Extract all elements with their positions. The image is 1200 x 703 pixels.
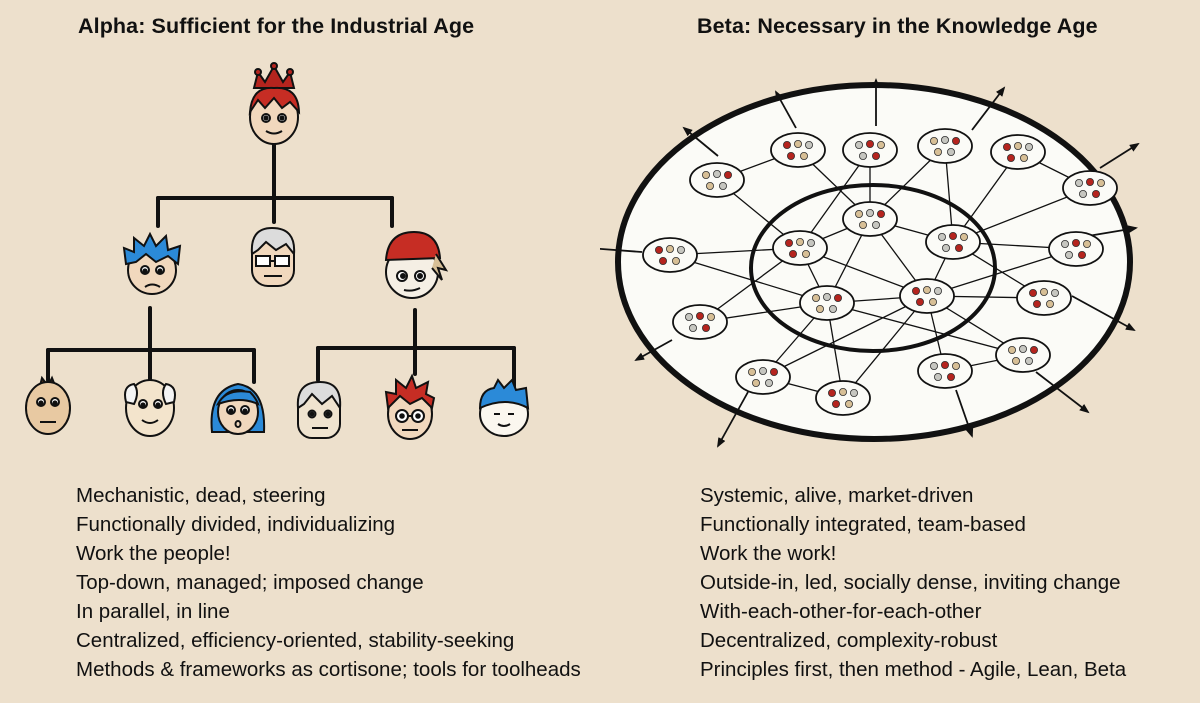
alpha-point: Functionally divided, individualizing: [76, 513, 396, 536]
team-icon: [672, 304, 728, 340]
teams: [642, 128, 1118, 416]
outward-arrow: [955, 389, 974, 438]
team-icon: [990, 134, 1046, 170]
alpha-point: Mechanistic, dead, steering: [76, 484, 326, 507]
team-icon: [642, 237, 698, 273]
team-icon: [842, 201, 898, 237]
alpha-point: Methods & frameworks as cortisone; tools…: [76, 658, 581, 681]
outward-arrow: [971, 86, 1006, 131]
ceo-head-icon: [248, 62, 301, 145]
team-icon: [770, 132, 826, 168]
team-link: [799, 149, 871, 249]
beta-point: Functionally integrated, team-based: [700, 513, 1026, 536]
outward-arrows: [600, 78, 1140, 448]
alpha-title: Alpha: Sufficient for the Industrial Age: [78, 14, 475, 38]
outward-arrow: [1035, 371, 1090, 414]
team-icon: [995, 337, 1051, 373]
team-icon: [842, 132, 898, 168]
outward-arrow: [1099, 142, 1140, 169]
team-link: [762, 295, 928, 378]
outward-arrow: [682, 126, 719, 157]
alpha-point: Top-down, managed; imposed change: [76, 571, 424, 594]
beta-point: Principles first, then method - Agile, L…: [700, 658, 1127, 681]
team-icon: [899, 278, 955, 314]
outward-arrow: [775, 90, 797, 129]
worker-grey-bob-icon: [296, 380, 342, 439]
outward-arrow: [600, 247, 643, 253]
beta-point: Work the work!: [700, 542, 837, 565]
beta-title: Beta: Necessary in the Knowledge Age: [697, 14, 1098, 38]
team-icon: [1048, 231, 1104, 267]
outward-arrow: [1087, 225, 1138, 237]
team-icon: [925, 224, 981, 260]
team-icon: [917, 353, 973, 389]
team-link: [669, 254, 828, 304]
beta-panel: Beta: Necessary in the Knowledge Age Sys…: [600, 0, 1200, 703]
alpha-point: Centralized, efficiency-oriented, stabil…: [76, 629, 515, 652]
hierarchy-lines: [46, 138, 516, 390]
hierarchy-diagram: [25, 62, 530, 440]
alpha-points-list: Mechanistic, dead, steering Functionally…: [76, 481, 581, 684]
team-icon: [735, 359, 791, 395]
outward-arrow: [717, 391, 749, 448]
alpha-panel: Alpha: Sufficient for the Industrial Age: [25, 14, 581, 684]
team-icon: [815, 380, 871, 416]
outward-arrow: [1071, 295, 1136, 331]
beta-point: Outside-in, led, socially dense, invitin…: [700, 571, 1121, 594]
alpha-point: In parallel, in line: [76, 600, 230, 623]
team-icon: [1062, 170, 1118, 206]
worker-red-hair-icon: [384, 373, 436, 440]
team-icon: [917, 128, 973, 164]
team-icon: [772, 230, 828, 266]
team-icon: [1016, 280, 1072, 316]
team-icon: [689, 162, 745, 198]
beta-points-list: Systemic, alive, market-driven Functiona…: [700, 481, 1126, 684]
team-link: [826, 302, 1024, 356]
beta-point: Decentralized, complexity-robust: [700, 629, 998, 652]
manager-glasses-icon: [250, 226, 296, 287]
team-link: [842, 295, 928, 399]
team-icon: [799, 285, 855, 321]
worker-blue-spike-icon: [478, 378, 530, 437]
manager-red-cap-icon: [384, 230, 449, 299]
alpha-point: Work the people!: [76, 542, 231, 565]
worker-tuft-icon: [25, 375, 71, 435]
beta-point: Systemic, alive, market-driven: [700, 484, 974, 507]
network-diagram: [600, 78, 1140, 448]
manager-blue-hair-icon: [122, 231, 182, 295]
worker-bald-icon: [124, 379, 176, 437]
outward-arrow: [634, 339, 673, 361]
worker-blue-hair-icon: [210, 382, 266, 435]
beta-point: With-each-other-for-each-other: [700, 600, 982, 623]
